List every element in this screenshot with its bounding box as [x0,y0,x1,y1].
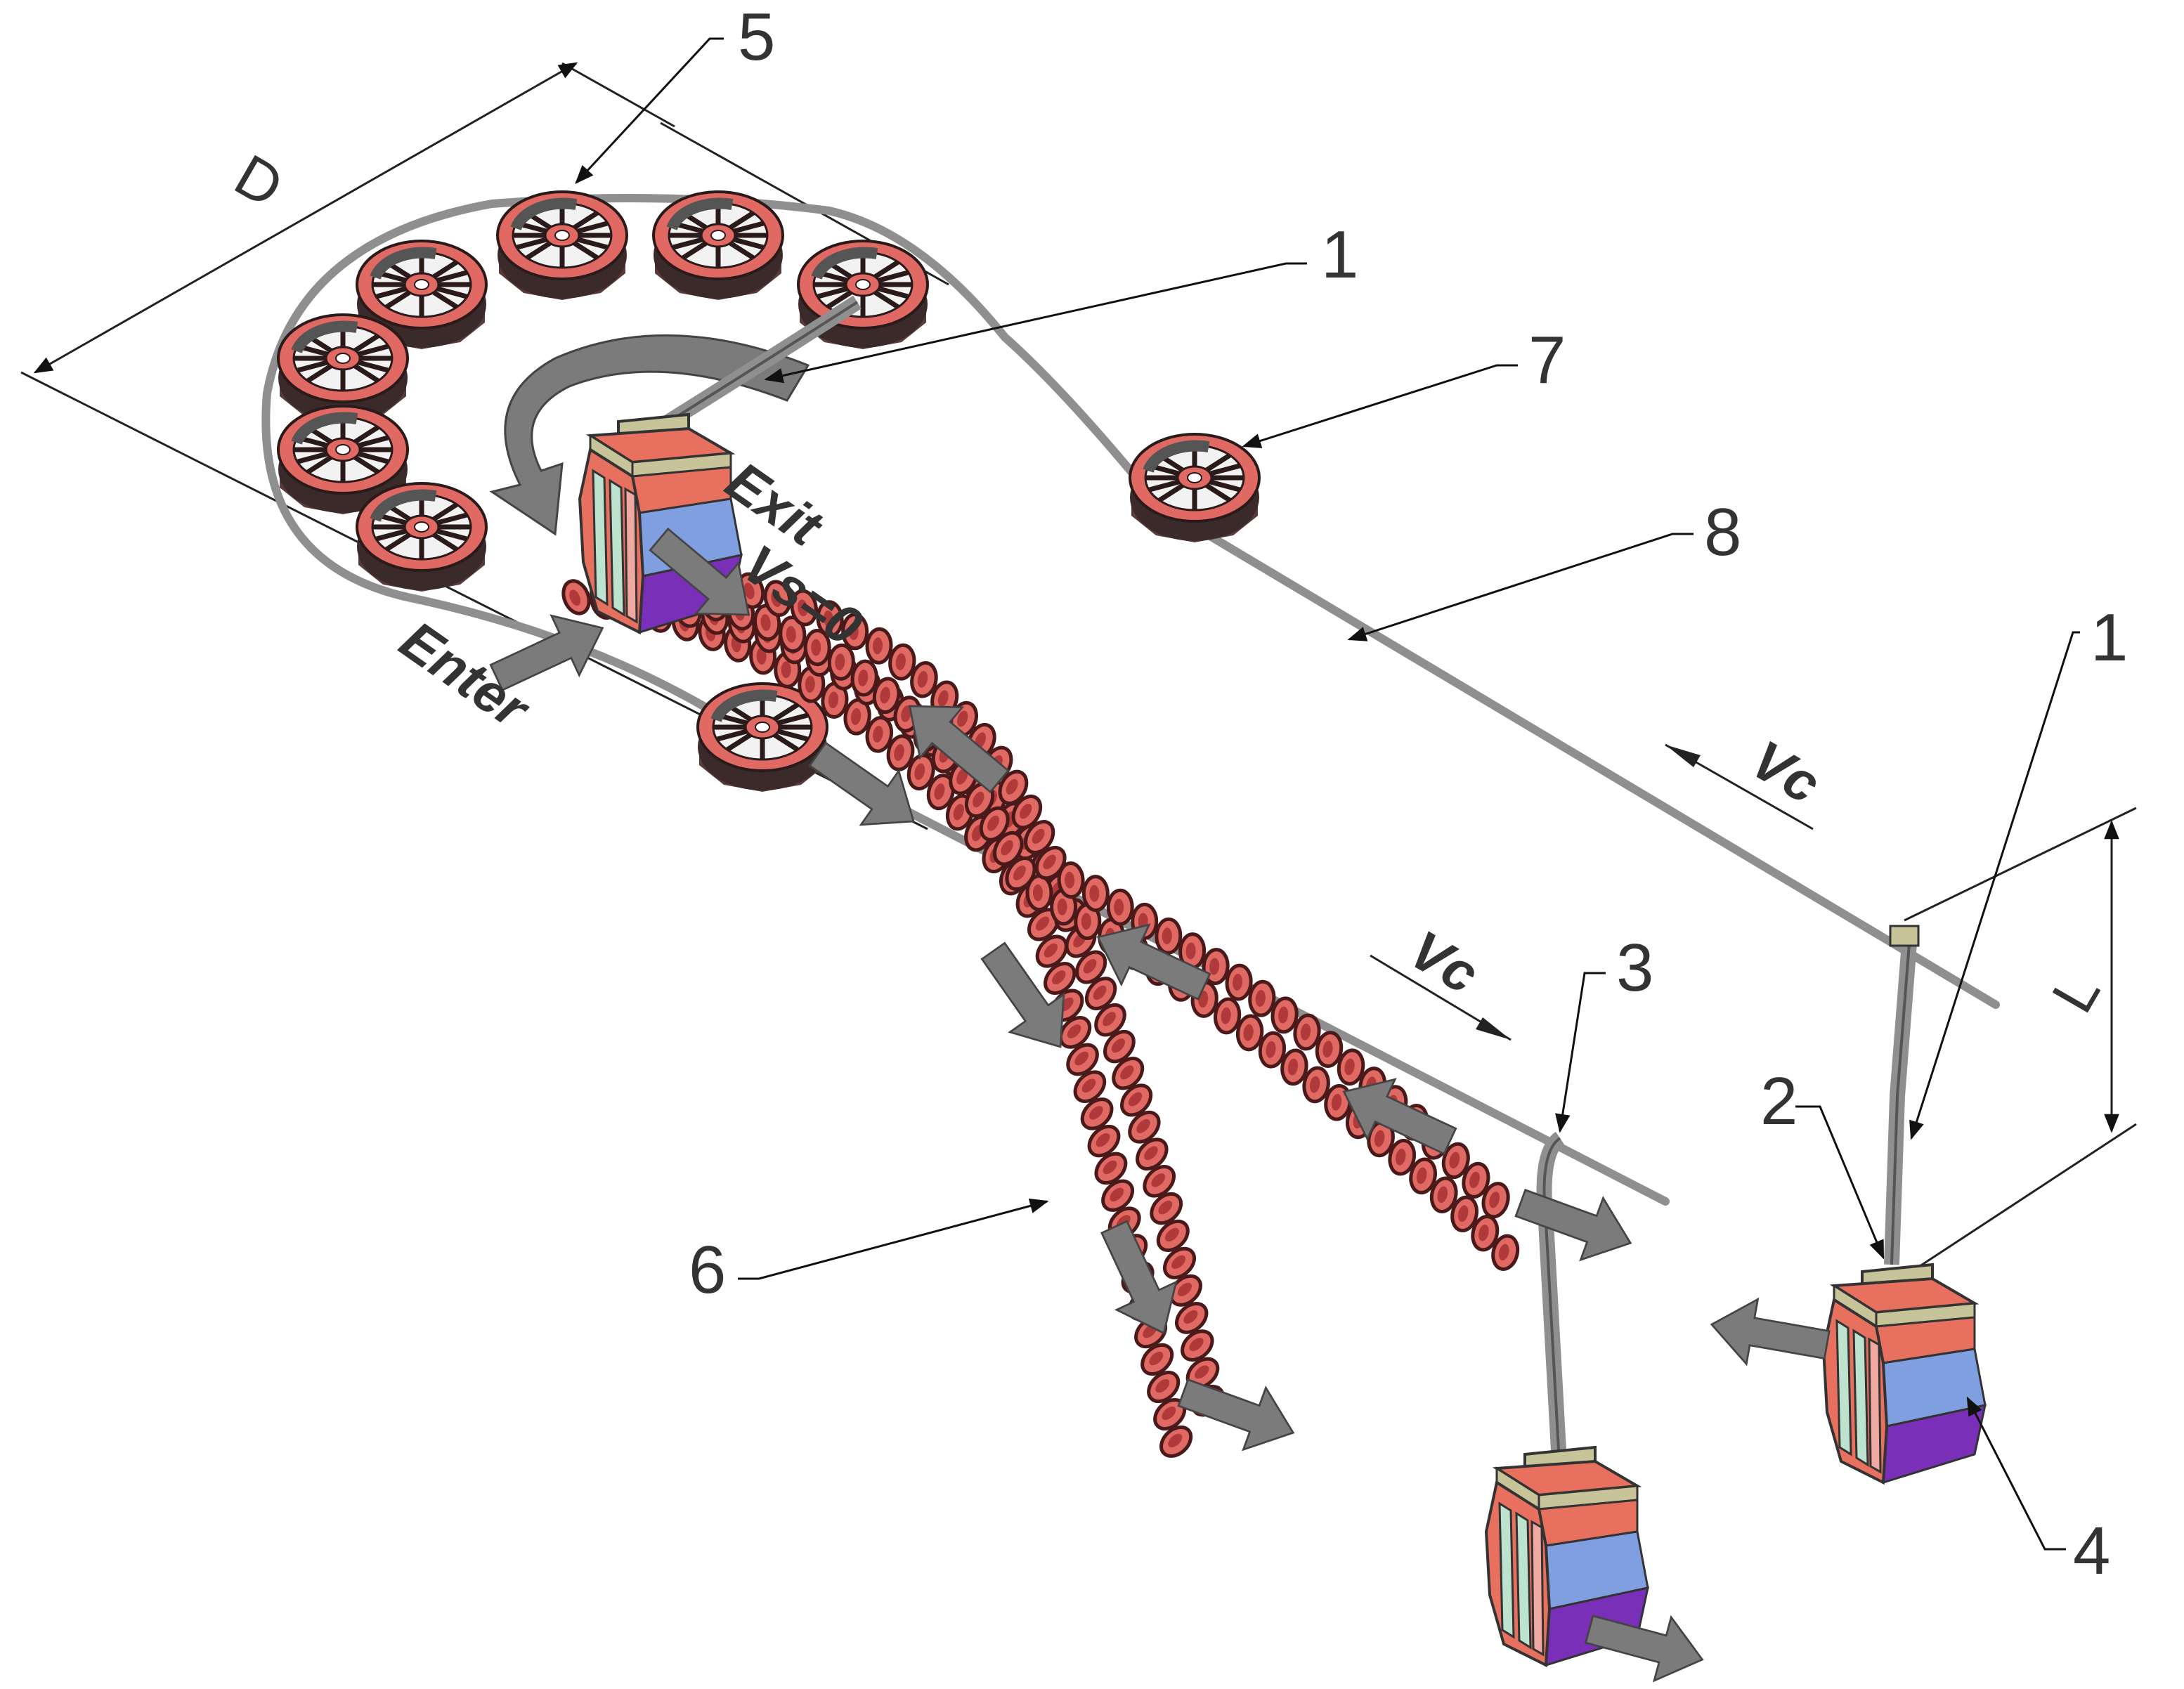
rotation-arrow [489,334,810,536]
bullwheel [498,192,627,300]
cabin-line [1822,1263,1987,1484]
chain-link [1058,863,1084,897]
label-1b: 1 [2091,600,2128,675]
chain-link [1027,876,1051,910]
chain-link [1084,876,1108,911]
label-3: 3 [1616,930,1653,1005]
chain-link [866,628,892,663]
dim-d-label: D [224,142,294,221]
chain-link [1108,890,1132,924]
label-8: 8 [1704,495,1741,570]
dim-l-label: L [2039,962,2113,1023]
leader-lines [575,37,2080,1551]
label-7: 7 [1528,322,1566,398]
label-5: 5 [738,0,775,74]
bullwheel [357,483,486,592]
chain-link [1226,965,1252,1000]
label-vc-lower: Vc [1400,918,1489,1005]
label-1: 1 [1321,217,1358,292]
label-6: 6 [689,1232,726,1307]
label-2: 2 [1760,1064,1798,1139]
label-vc-upper: Vc [1741,729,1831,816]
hangers [642,295,1920,1476]
haul-rope [261,194,2000,1206]
label-4: 4 [2073,1513,2110,1589]
velocity-marks [1370,743,1814,1041]
dimension-l: L [1904,807,2137,1273]
bullwheel [654,192,783,300]
chain-link [1156,919,1181,953]
deflection-wheel [1130,434,1259,542]
